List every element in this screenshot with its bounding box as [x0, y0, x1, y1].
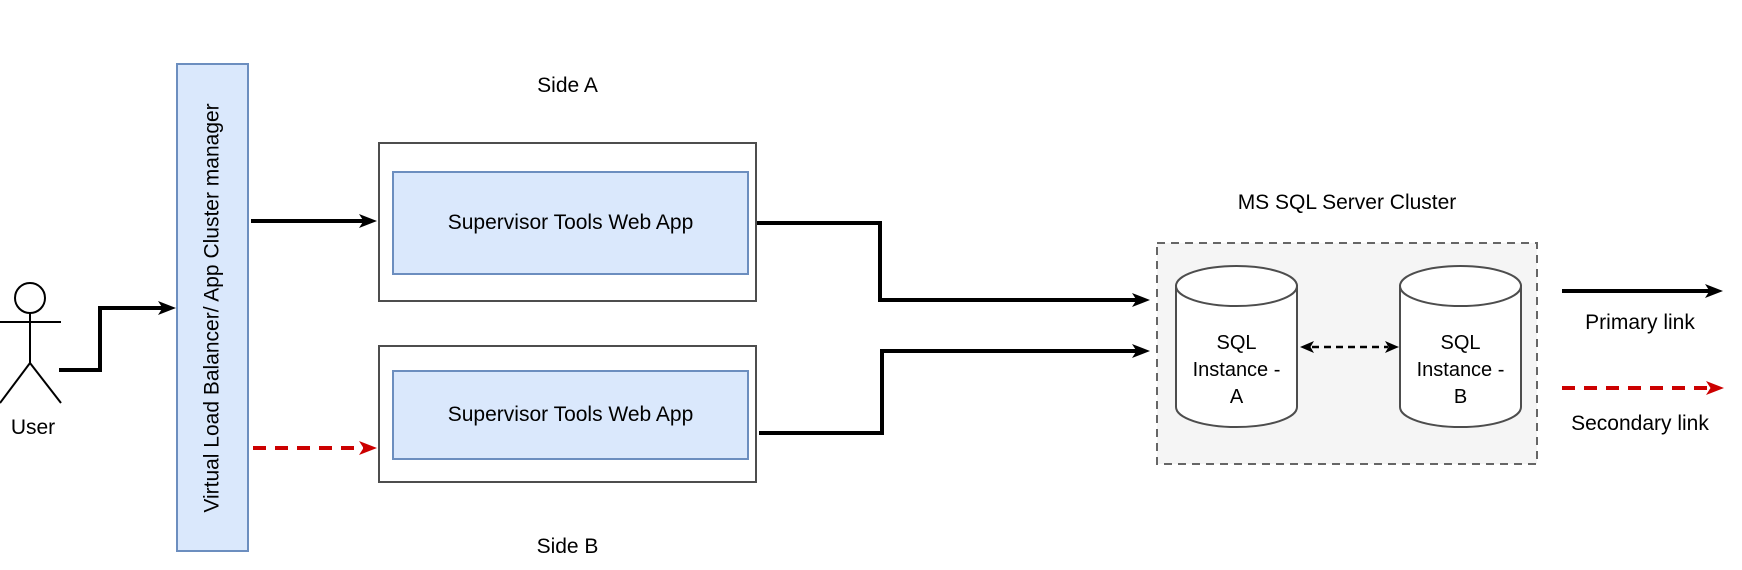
user-actor-icon — [0, 282, 62, 404]
user-label: User — [10, 416, 56, 439]
side-b-title: Side B — [536, 535, 599, 558]
database-cylinder-b-icon — [1399, 265, 1522, 428]
side-a-to-cluster-arrow — [757, 221, 1150, 307]
load-balancer-label: Virtual Load Balancer/ App Cluster manag… — [200, 102, 224, 513]
legend-primary-link-label: Primary link — [1585, 311, 1695, 334]
side-a-webapp-box: Supervisor Tools Web App — [392, 171, 749, 275]
side-a-container: Supervisor Tools Web App — [378, 142, 757, 302]
sql-instance-a-label: SQL Instance - A — [1192, 332, 1281, 408]
legend-secondary-link-label: Secondary link — [1571, 412, 1709, 435]
user-to-loadbalancer-arrow — [59, 301, 176, 372]
side-b-webapp-box: Supervisor Tools Web App — [392, 370, 749, 460]
side-a-title: Side A — [537, 74, 598, 97]
instance-replication-arrow — [1300, 341, 1399, 353]
sql-cluster-title: MS SQL Server Cluster — [1237, 191, 1457, 214]
side-b-to-cluster-arrow — [759, 344, 1150, 435]
database-cylinder-a-icon — [1175, 265, 1298, 428]
sql-instance-b-label: SQL Instance - B — [1416, 332, 1505, 408]
load-balancer-box: Virtual Load Balancer/ App Cluster manag… — [176, 63, 249, 552]
side-b-webapp-label: Supervisor Tools Web App — [447, 403, 694, 426]
side-a-webapp-label: Supervisor Tools Web App — [447, 211, 694, 234]
side-b-container: Supervisor Tools Web App — [378, 345, 757, 483]
